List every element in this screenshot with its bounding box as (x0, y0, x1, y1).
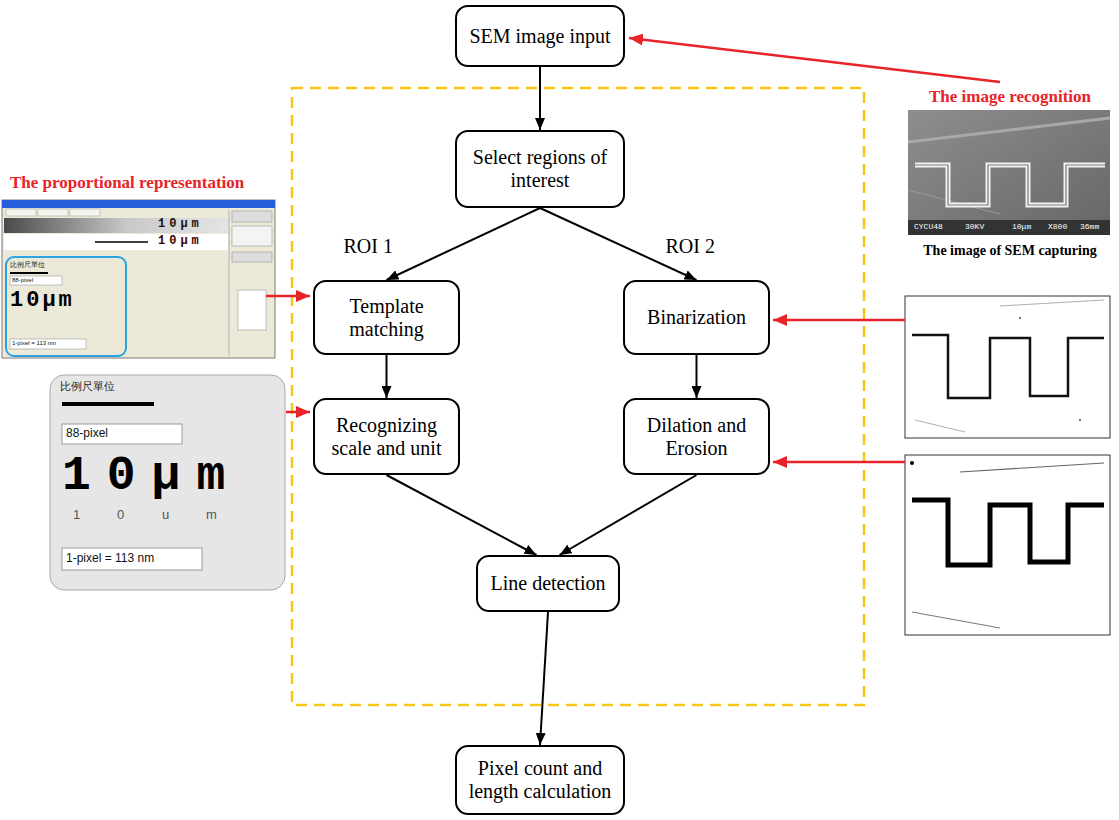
field-text: 1-pixel = 113 nm (66, 552, 154, 565)
scale-bar (10, 272, 48, 274)
process-box: Pixel count and length calculation (455, 745, 625, 815)
dilated-pattern (912, 500, 1104, 565)
tab (6, 209, 36, 216)
text-field (10, 339, 86, 349)
button (232, 211, 272, 222)
field-text: 88-pixel (66, 427, 108, 440)
field-text: 88-pixel (12, 277, 33, 284)
text-field (62, 548, 202, 570)
flow-arrow (540, 612, 548, 745)
process-box: Select regions of interest (455, 130, 625, 208)
scale-letter: u (162, 508, 169, 522)
sem-photo (908, 110, 1110, 235)
button (232, 252, 272, 262)
scale-letter: 0 (117, 508, 124, 522)
separator (229, 210, 230, 356)
node-text: Template matching (325, 295, 448, 341)
pointer-arrow (773, 319, 905, 322)
scale-letter: 1 (73, 508, 80, 522)
sem-pattern-core (915, 165, 1105, 205)
image-strip (4, 218, 228, 233)
edge-label: ROI 2 (663, 235, 718, 258)
node-text: Binarization (647, 306, 746, 329)
morphology-image (905, 455, 1110, 635)
sem-info-text: CYCU48 (914, 223, 943, 232)
scale-letter: m (206, 508, 217, 522)
field-text: 1-pixel = 113 nm (12, 340, 56, 347)
sem-info-bar (908, 220, 1110, 235)
figure-caption: The image of SEM capturing (923, 243, 1096, 258)
sem-info-text: 10μm (1012, 223, 1031, 232)
software-screenshot (2, 200, 275, 358)
panel-ground (50, 375, 285, 590)
binarized-image (905, 296, 1110, 438)
zoom-panel (50, 375, 285, 590)
flow-arrow (539, 67, 541, 130)
scale-text: 10μm (62, 450, 241, 503)
window-frame (2, 200, 275, 358)
process-box: Binarization (623, 280, 770, 355)
scale-text: 10μm (158, 218, 203, 231)
scale-bar (95, 241, 148, 243)
process-region (292, 88, 864, 705)
panel-heading: 比例尺單位 (60, 380, 115, 392)
flow-arrow (387, 475, 537, 555)
tab (70, 209, 100, 216)
binary-pattern (912, 335, 1104, 398)
highlight-frame (6, 257, 126, 356)
process-box: Recognizing scale and unit (313, 398, 460, 475)
field (232, 226, 272, 246)
process-box: Dilation and Erosion (623, 398, 770, 475)
sem-scratch (908, 118, 1110, 142)
node-text: Select regions of interest (467, 146, 613, 192)
sem-info-text: 36mm (1080, 223, 1099, 232)
pointer-arrow (629, 38, 1000, 82)
figure-heading: The proportional representation (10, 174, 244, 193)
noise-dot (1019, 317, 1021, 319)
sem-pattern (915, 165, 1105, 205)
process-box: Line detection (476, 555, 620, 612)
flow-arrow (696, 355, 698, 398)
node-text: SEM image input (469, 25, 610, 48)
title-bar (2, 200, 275, 208)
preview-box (238, 290, 266, 330)
image-frame (905, 296, 1110, 438)
text-field (62, 424, 182, 444)
noise-dot (910, 461, 914, 465)
image-frame (905, 455, 1110, 635)
flow-arrow (387, 208, 541, 280)
process-box: SEM image input (455, 5, 625, 67)
scale-text: 10μm (158, 235, 203, 248)
sem-info-text: 30KV (965, 223, 984, 232)
process-box: Template matching (313, 280, 460, 355)
node-text: Dilation and Erosion (635, 414, 758, 460)
pointer-arrow (773, 461, 905, 464)
pointer-arrow (286, 411, 310, 414)
scale-text: 10μm (10, 289, 75, 313)
noise-line (912, 612, 1000, 628)
edge-label: ROI 1 (341, 235, 396, 258)
text-field (10, 276, 62, 285)
noise-line (915, 420, 965, 432)
flow-arrow (386, 355, 388, 398)
scale-strip (4, 234, 228, 250)
noise-line (1000, 300, 1104, 306)
tab (38, 209, 68, 216)
sem-photo-ground (908, 110, 1110, 235)
node-text: Recognizing scale and unit (325, 414, 448, 460)
noise-dot (1079, 419, 1081, 421)
sem-info-text: X800 (1048, 223, 1067, 232)
node-text: Pixel count and length calculation (467, 757, 613, 803)
noise-line (960, 463, 1104, 472)
scale-bar (62, 402, 154, 406)
panel-heading: 比例尺單位 (10, 261, 45, 269)
node-text: Line detection (491, 572, 606, 595)
pointer-arrow (266, 295, 310, 298)
figure-heading: The image recognition (929, 88, 1091, 107)
flow-arrow (560, 475, 697, 555)
